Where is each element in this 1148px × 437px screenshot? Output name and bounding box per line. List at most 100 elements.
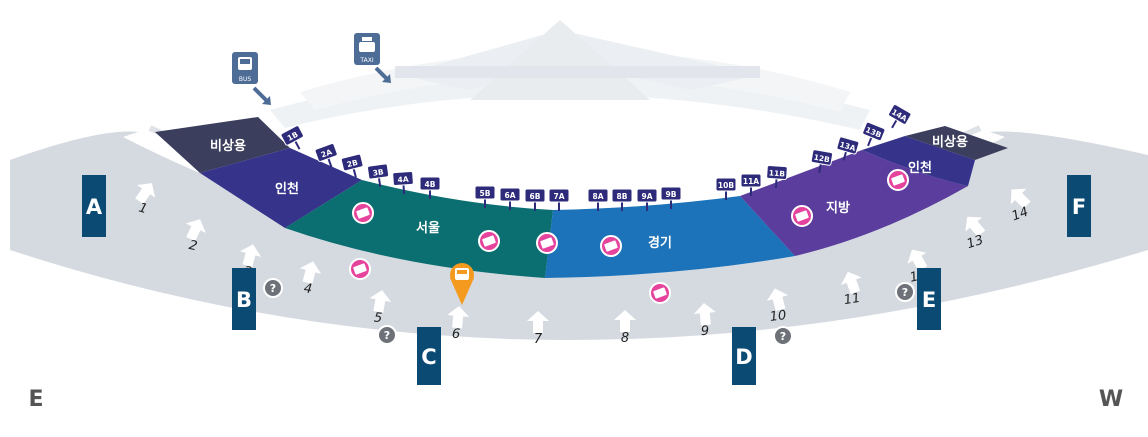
door-number: 5 xyxy=(373,311,382,327)
stop-tag-label: 6B xyxy=(530,192,541,201)
stop-tag-2B[interactable]: 2B xyxy=(340,153,366,180)
info-icon[interactable]: ? xyxy=(263,278,283,298)
info-icon[interactable]: ? xyxy=(895,282,915,302)
door-4[interactable]: 4 xyxy=(297,259,324,298)
gate-label: B xyxy=(236,288,252,312)
door-1[interactable]: 1 xyxy=(130,177,161,217)
door-number: 4 xyxy=(303,281,313,297)
ticket-icon[interactable] xyxy=(887,169,909,191)
ticket-icon[interactable] xyxy=(600,235,622,257)
door-arrow-icon xyxy=(766,288,789,311)
door-13[interactable]: 13 xyxy=(959,210,990,252)
door-number: 9 xyxy=(701,324,710,339)
gate-label: A xyxy=(86,195,103,219)
stop-tag-3B[interactable]: 3B xyxy=(367,163,390,189)
stop-tag-4A[interactable]: 4A xyxy=(392,170,414,195)
stop-tag-label: 13A xyxy=(839,140,857,153)
stop-tag-10B[interactable]: 10B xyxy=(715,177,737,200)
bus-sign[interactable]: BUS xyxy=(232,52,271,105)
door-7[interactable]: 7 xyxy=(527,311,549,347)
ticket-icon[interactable] xyxy=(349,258,371,280)
zone-label-incheon-right: 인천 xyxy=(908,160,932,176)
door-arrow-icon xyxy=(369,290,392,313)
ticket-icon[interactable] xyxy=(649,282,671,304)
stop-tag-13A[interactable]: 13A xyxy=(834,136,860,163)
stop-tag-4B[interactable]: 4B xyxy=(419,176,441,199)
door-arrow-icon xyxy=(1010,188,1031,209)
stop-tag-label: 8A xyxy=(592,192,603,201)
terminal-building xyxy=(270,20,870,130)
gate-A[interactable]: A xyxy=(82,175,106,237)
stop-tag-label: 7A xyxy=(553,192,564,201)
zones xyxy=(155,117,1008,278)
stop-tag-label: 11B xyxy=(769,168,786,178)
ticket-icon[interactable] xyxy=(478,230,500,252)
stop-tag-13B[interactable]: 13B xyxy=(859,121,886,150)
door-arrow-icon xyxy=(185,219,206,242)
stop-tag-6A[interactable]: 6A xyxy=(499,187,521,210)
stop-tag-label: 2A xyxy=(320,147,334,159)
door-5[interactable]: 5 xyxy=(367,288,392,326)
stop-tag-5B[interactable]: 5B xyxy=(474,185,496,208)
door-arrow-icon xyxy=(907,249,928,272)
info-icon[interactable]: ? xyxy=(377,325,397,345)
stop-tag-12B[interactable]: 12B xyxy=(809,149,834,174)
gate-label: F xyxy=(1072,195,1086,219)
gate-D[interactable]: D xyxy=(732,327,756,385)
stop-tag-label: 3B xyxy=(372,167,384,177)
zone-jibang xyxy=(740,150,968,256)
door-number: 13 xyxy=(965,233,985,252)
door-arrow-icon xyxy=(840,271,862,295)
gate-label: D xyxy=(735,345,752,369)
door-number: 11 xyxy=(843,291,862,308)
ticket-icon[interactable] xyxy=(791,205,813,227)
gate-F[interactable]: F xyxy=(1067,175,1091,237)
stop-tag-11A[interactable]: 11A xyxy=(740,173,762,196)
current-location-marker[interactable] xyxy=(450,263,474,305)
door-8[interactable]: 8 xyxy=(614,310,636,346)
zone-incheon-left xyxy=(200,148,362,228)
door-2[interactable]: 2 xyxy=(181,214,210,254)
door-6[interactable]: 6 xyxy=(446,305,470,342)
stop-tag-8B[interactable]: 8B xyxy=(611,188,633,211)
stop-tag-9A[interactable]: 9A xyxy=(636,188,658,211)
door-number: 7 xyxy=(534,332,543,347)
stop-tag-label: 4A xyxy=(397,175,409,185)
door-arrow-icon xyxy=(965,216,986,237)
stop-tag-6B[interactable]: 6B xyxy=(524,188,546,211)
ticket-booths xyxy=(349,169,909,304)
zone-gyeonggi xyxy=(545,196,795,278)
stop-tag-14A[interactable]: 14A xyxy=(883,104,912,133)
zone-emergency-right xyxy=(905,126,1008,160)
stop-tag-1B[interactable]: 1B xyxy=(280,125,308,154)
gate-C[interactable]: C xyxy=(417,327,441,385)
ticket-icon[interactable] xyxy=(352,202,374,224)
compass-east: E xyxy=(28,387,43,412)
stop-tag-2A[interactable]: 2A xyxy=(314,143,341,171)
door-10[interactable]: 10 xyxy=(764,286,791,325)
svg-text:?: ? xyxy=(270,282,276,295)
door-arrow-icon xyxy=(239,244,262,267)
door-14[interactable]: 14 xyxy=(1004,182,1035,225)
ticket-icon[interactable] xyxy=(536,232,558,254)
stop-tag-8A[interactable]: 8A xyxy=(587,188,609,211)
taxi-sign[interactable]: TAXI xyxy=(354,33,391,83)
bus-sign-label: BUS xyxy=(239,76,252,83)
door-9[interactable]: 9 xyxy=(693,302,717,339)
zone-incheon-right xyxy=(862,136,975,186)
stop-tag-11B[interactable]: 11B xyxy=(766,164,788,189)
gate-label: E xyxy=(922,288,936,312)
stop-tag-label: 8B xyxy=(617,192,628,201)
stop-tag-7A[interactable]: 7A xyxy=(548,188,570,211)
stop-tag-9B[interactable]: 9B xyxy=(660,186,682,209)
info-icon[interactable]: ? xyxy=(773,326,793,346)
gate-B[interactable]: B xyxy=(232,268,256,330)
door-11[interactable]: 11 xyxy=(838,268,866,308)
stop-tag-label: 6A xyxy=(504,191,515,200)
gate-label: C xyxy=(421,345,436,369)
stop-tag-label: 2B xyxy=(346,158,359,169)
stop-tag-label: 11A xyxy=(743,177,759,186)
gate-E[interactable]: E xyxy=(917,268,941,330)
